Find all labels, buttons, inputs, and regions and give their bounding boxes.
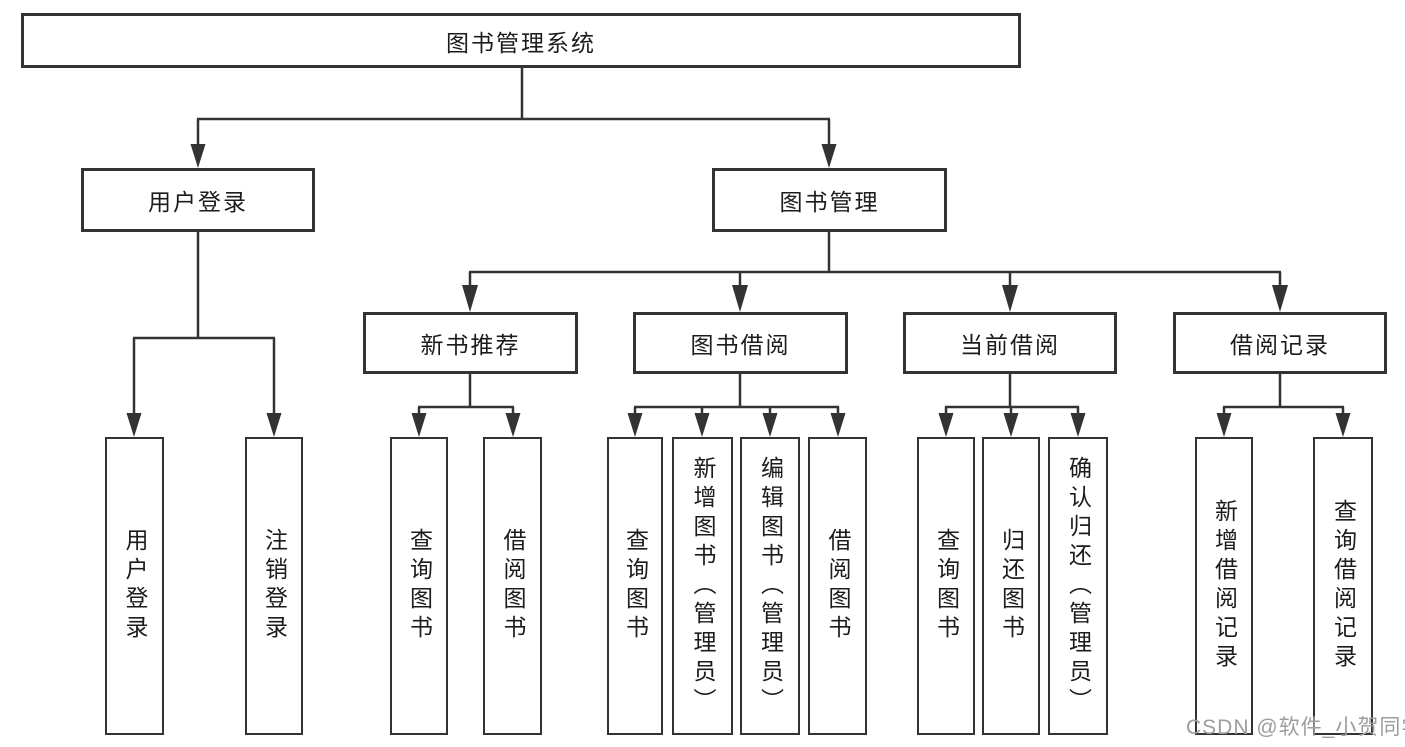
node-borrowing-records: 借阅记录 xyxy=(1173,312,1387,374)
node-borrowing-records-label: 借阅记录 xyxy=(1230,332,1330,358)
node-book-management-label: 图书管理 xyxy=(779,189,880,215)
node-root: 图书管理系统 xyxy=(21,13,1021,68)
node-book-management: 图书管理 xyxy=(712,168,947,232)
node-new-book-recommend: 新书推荐 xyxy=(363,312,578,374)
leaf-confirm-return-admin-label: 确认归还（管理员） xyxy=(1065,455,1092,717)
leaf-query-borrow-record: 查询借阅记录 xyxy=(1313,437,1373,735)
leaf-return-books-label: 归还图书 xyxy=(998,528,1025,644)
leaf-add-borrow-record: 新增借阅记录 xyxy=(1195,437,1253,735)
node-current-borrowing: 当前借阅 xyxy=(903,312,1117,374)
leaf-query-borrow-record-label: 查询借阅记录 xyxy=(1330,499,1357,673)
leaf-return-books: 归还图书 xyxy=(982,437,1040,735)
leaf-user-login-label: 用户登录 xyxy=(122,528,148,644)
node-new-book-recommend-label: 新书推荐 xyxy=(420,332,521,358)
node-book-borrowing-label: 图书借阅 xyxy=(690,332,791,358)
leaf-query-books-2: 查询图书 xyxy=(607,437,663,735)
leaf-add-book-admin-label: 新增图书（管理员） xyxy=(690,455,716,717)
leaf-query-books-1: 查询图书 xyxy=(390,437,448,735)
leaf-borrow-books-2-label: 借阅图书 xyxy=(825,528,851,644)
leaf-borrow-books-2: 借阅图书 xyxy=(808,437,867,735)
node-current-borrowing-label: 当前借阅 xyxy=(960,332,1060,358)
leaf-query-books-2-label: 查询图书 xyxy=(622,528,649,644)
leaf-edit-book-admin: 编辑图书（管理员） xyxy=(740,437,800,735)
node-book-borrowing: 图书借阅 xyxy=(633,312,848,374)
arrowheads xyxy=(126,144,1351,437)
leaf-query-books-3-label: 查询图书 xyxy=(933,528,960,644)
leaf-logout-label: 注销登录 xyxy=(261,528,288,644)
csdn-watermark-text: CSDN @软件_小贺同学 xyxy=(1186,716,1405,739)
leaf-add-borrow-record-label: 新增借阅记录 xyxy=(1211,499,1238,673)
leaf-confirm-return-admin: 确认归还（管理员） xyxy=(1048,437,1108,735)
leaf-query-books-1-label: 查询图书 xyxy=(406,528,433,644)
csdn-watermark: CSDN @软件_小贺同学 xyxy=(1186,711,1405,741)
leaf-user-login: 用户登录 xyxy=(105,437,164,735)
node-user-login-label: 用户登录 xyxy=(148,189,248,215)
leaf-add-book-admin: 新增图书（管理员） xyxy=(672,437,733,735)
node-root-label: 图书管理系统 xyxy=(446,29,596,56)
leaf-query-books-3: 查询图书 xyxy=(917,437,975,735)
leaf-borrow-books-1-label: 借阅图书 xyxy=(500,528,526,644)
leaf-edit-book-admin-label: 编辑图书（管理员） xyxy=(757,455,784,717)
leaf-logout: 注销登录 xyxy=(245,437,303,735)
leaf-borrow-books-1: 借阅图书 xyxy=(483,437,542,735)
node-user-login: 用户登录 xyxy=(81,168,315,232)
